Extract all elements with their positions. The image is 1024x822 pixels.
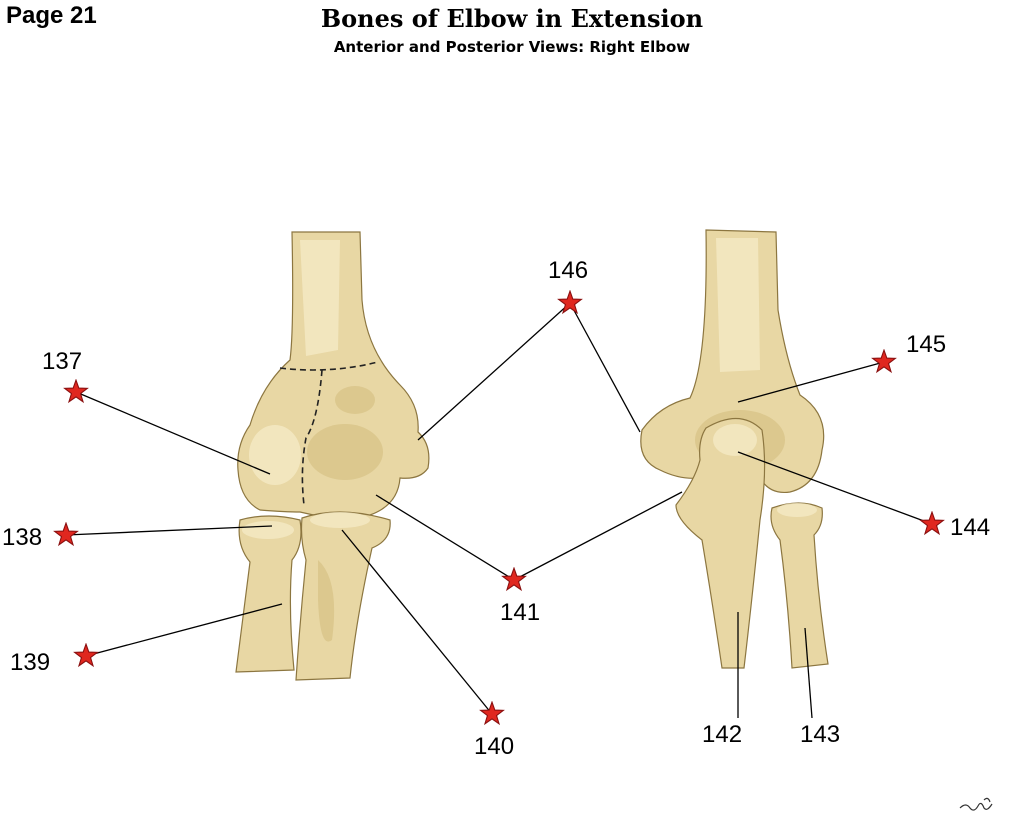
leader-141b [513, 491, 683, 581]
label-143: 143 [800, 721, 840, 748]
label-145: 145 [906, 331, 946, 358]
leader-lines [65, 302, 933, 719]
label-140: 140 [474, 733, 514, 760]
leader-146b [569, 302, 641, 433]
number-labels: 137 138 139 140 141 142 143 144 145 146 [2, 257, 990, 760]
star-137[interactable] [64, 379, 88, 403]
leader-145 [737, 361, 885, 403]
star-139[interactable] [74, 643, 98, 667]
label-137: 137 [42, 348, 82, 375]
page-subtitle: Anterior and Posterior Views: Right Elbo… [333, 38, 691, 56]
page-title: Bones of Elbow in Extension [320, 4, 704, 33]
label-142: 142 [702, 721, 742, 748]
leader-137 [75, 391, 271, 475]
label-144: 144 [950, 514, 990, 541]
posterior-view-elbow [640, 229, 829, 669]
leader-138 [65, 525, 273, 536]
radius-anterior [235, 515, 302, 673]
anterior-view-elbow [235, 231, 430, 681]
ulna-posterior [675, 417, 766, 669]
artist-signature [959, 797, 993, 811]
label-141: 141 [500, 599, 540, 626]
star-140[interactable] [480, 701, 504, 725]
radius-posterior [770, 502, 829, 669]
leader-141a [375, 494, 515, 581]
label-138: 138 [2, 524, 42, 551]
star-145[interactable] [872, 349, 896, 373]
ulna-anterior [295, 511, 391, 681]
leader-140 [341, 529, 493, 715]
leader-144 [737, 451, 933, 525]
leader-143 [804, 627, 813, 719]
star-141[interactable] [502, 567, 526, 591]
star-138[interactable] [54, 522, 78, 546]
label-146: 146 [548, 257, 588, 284]
leader-139 [85, 603, 283, 657]
leader-146a [417, 302, 571, 441]
page-number: Page 21 [6, 2, 97, 29]
star-144[interactable] [920, 511, 944, 535]
label-139: 139 [10, 649, 50, 676]
